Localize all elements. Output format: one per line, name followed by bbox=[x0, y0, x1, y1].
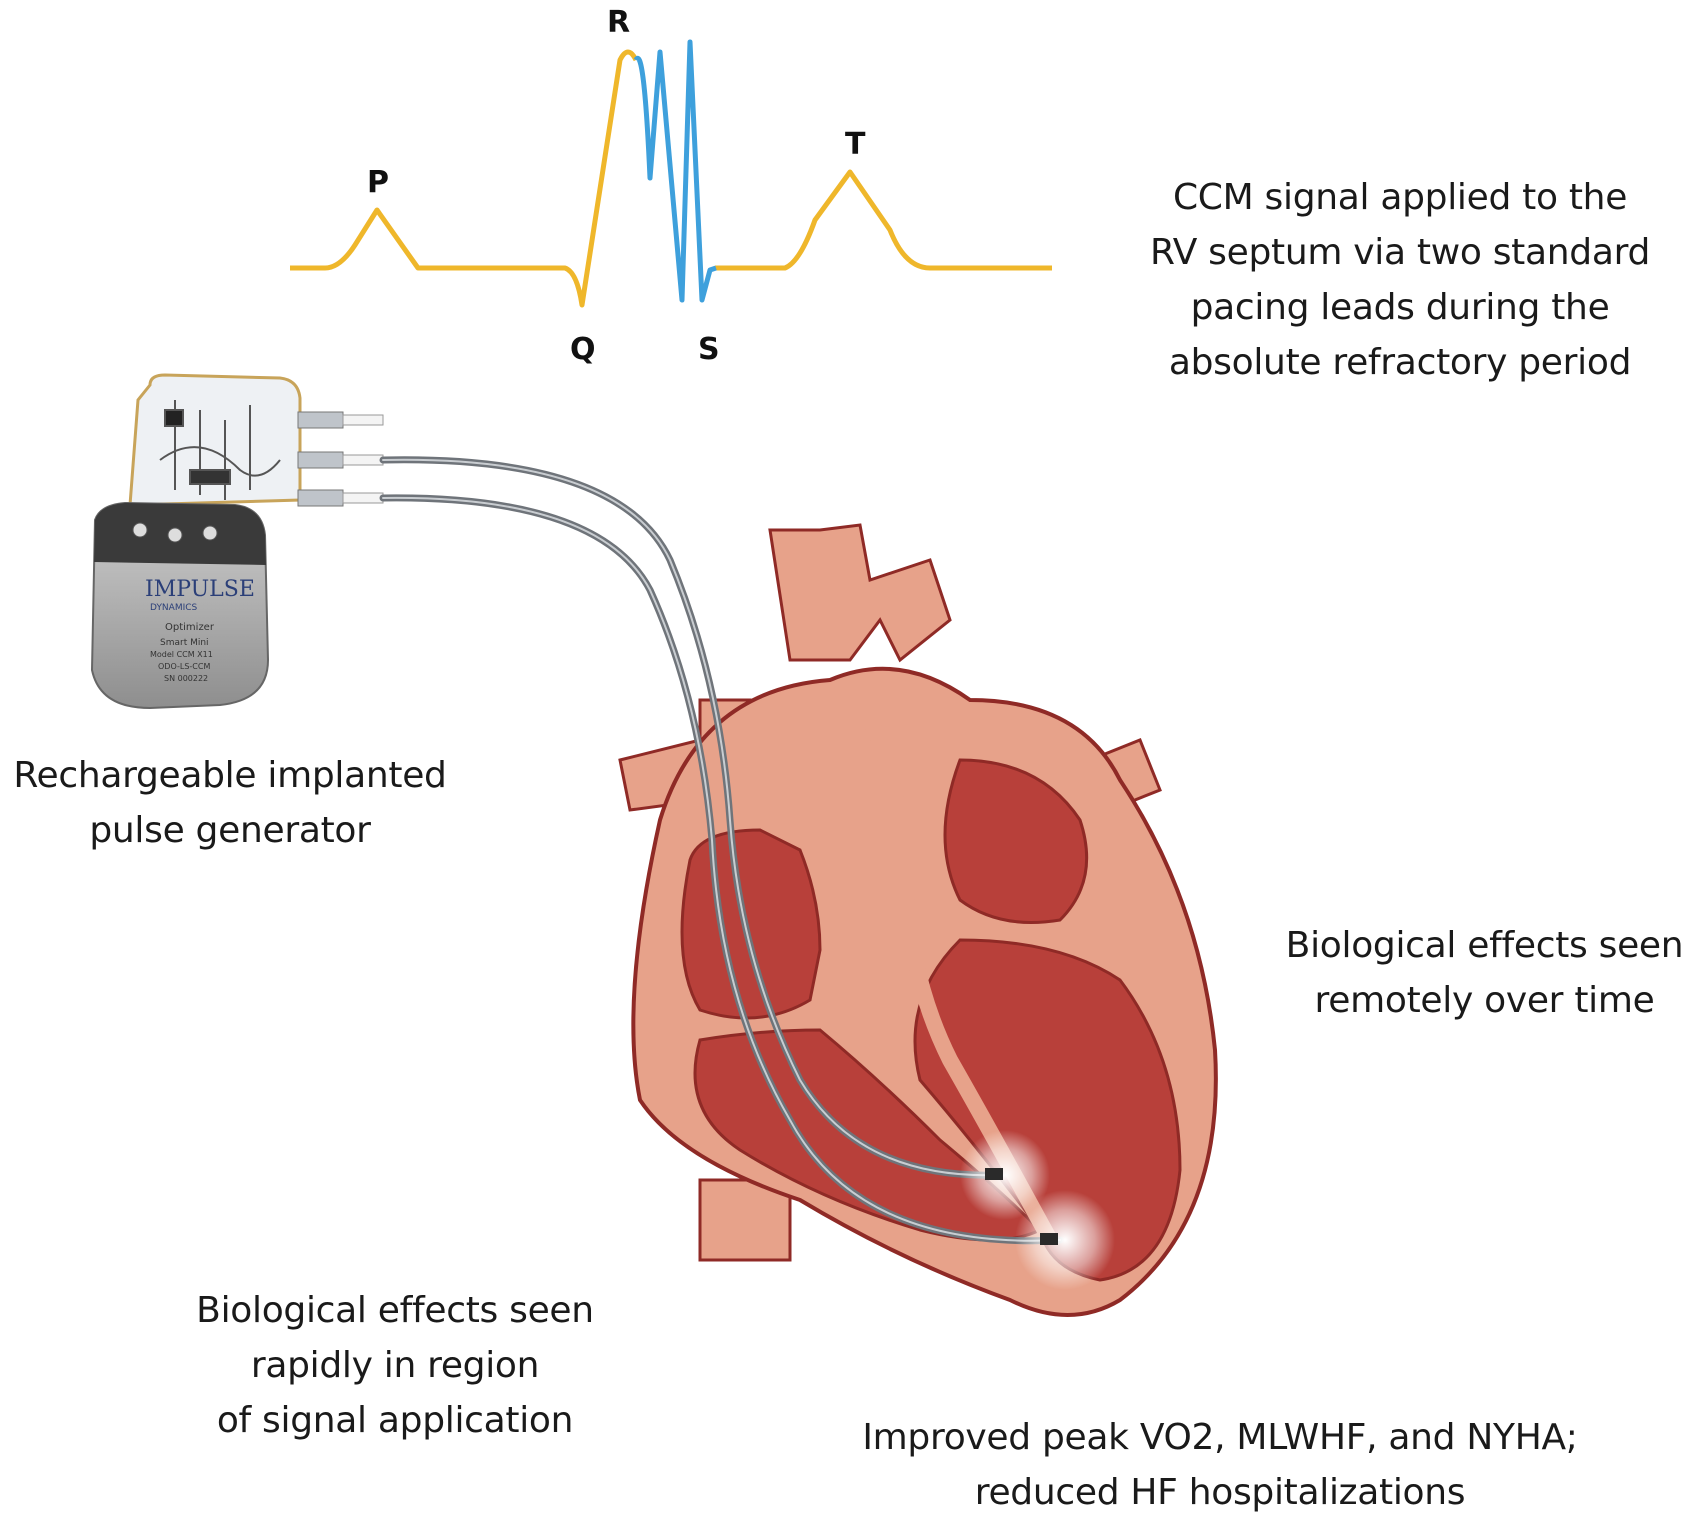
ecg-label-t: T bbox=[845, 127, 866, 162]
ecg-baseline-trace bbox=[290, 49, 639, 308]
device-model-line: SN 000222 bbox=[164, 674, 208, 683]
pacing-lead-1-highlight bbox=[382, 458, 1001, 1177]
ecg-label-p: P bbox=[367, 165, 389, 200]
local-effects-line: rapidly in region bbox=[250, 1345, 540, 1386]
local-effects-line: Biological effects seen bbox=[196, 1290, 594, 1331]
ccm-caption-line: pacing leads during the bbox=[1190, 287, 1610, 328]
pacing-leads bbox=[379, 456, 1115, 1290]
remote-effects-line: remotely over time bbox=[1314, 980, 1655, 1021]
remote-effects-line: Biological effects seen bbox=[1285, 925, 1684, 966]
generator-caption-line: pulse generator bbox=[89, 810, 371, 851]
electrode-tip-2 bbox=[1040, 1233, 1058, 1245]
pulse-generator-device: IMPULSE DYNAMICS Optimizer Smart Mini Mo… bbox=[90, 373, 384, 710]
outcomes-line: Improved peak VO2, MLWHF, and NYHA; bbox=[862, 1417, 1578, 1458]
left-ventricle bbox=[913, 938, 1182, 1282]
aorta bbox=[768, 523, 952, 663]
electrode-glow-1 bbox=[960, 1130, 1050, 1220]
ccm-caption-line: absolute refractory period bbox=[1168, 342, 1632, 383]
ccm-signal-caption: CCM signal applied to the RV septum via … bbox=[1120, 170, 1680, 390]
ccm-caption-line: CCM signal applied to the bbox=[1172, 177, 1628, 218]
outcomes-line: reduced HF hospitalizations bbox=[974, 1472, 1466, 1513]
header-circuitry bbox=[159, 400, 281, 500]
local-effects-caption: Biological effects seen rapidly in regio… bbox=[170, 1283, 620, 1448]
device-product: Optimizer bbox=[165, 622, 215, 633]
heart-illustration bbox=[618, 523, 1218, 1317]
device-brand: IMPULSE bbox=[145, 577, 255, 602]
ecg-t-wave-trace bbox=[715, 169, 1052, 271]
electrode-glow-2 bbox=[1015, 1190, 1115, 1290]
generator-caption: Rechargeable implanted pulse generator bbox=[0, 748, 460, 858]
device-header bbox=[128, 373, 302, 507]
left-atrium bbox=[943, 758, 1089, 924]
device-model-line: ODO-LS-CCM bbox=[158, 662, 210, 671]
device-model-line: Model CCM X11 bbox=[150, 650, 213, 659]
ecg-label-r: R bbox=[607, 5, 631, 40]
ccm-caption-line: RV septum via two standard bbox=[1149, 232, 1651, 273]
right-atrium bbox=[680, 828, 822, 1020]
ecg-waveform bbox=[290, 39, 1052, 308]
ccm-signal-trace bbox=[633, 39, 717, 303]
electrode-tip-1 bbox=[985, 1168, 1003, 1180]
outcomes-caption: Improved peak VO2, MLWHF, and NYHA; redu… bbox=[860, 1410, 1580, 1520]
device-brand-sub: DYNAMICS bbox=[150, 603, 198, 613]
pacing-lead-2-highlight bbox=[382, 496, 1061, 1242]
generator-caption-line: Rechargeable implanted bbox=[13, 755, 447, 796]
remote-effects-caption: Biological effects seen remotely over ti… bbox=[1270, 918, 1699, 1028]
device-model-line: Smart Mini bbox=[160, 638, 209, 648]
ecg-label-q: Q bbox=[570, 332, 596, 367]
ecg-label-s: S bbox=[698, 332, 720, 367]
local-effects-line: of signal application bbox=[216, 1400, 574, 1441]
